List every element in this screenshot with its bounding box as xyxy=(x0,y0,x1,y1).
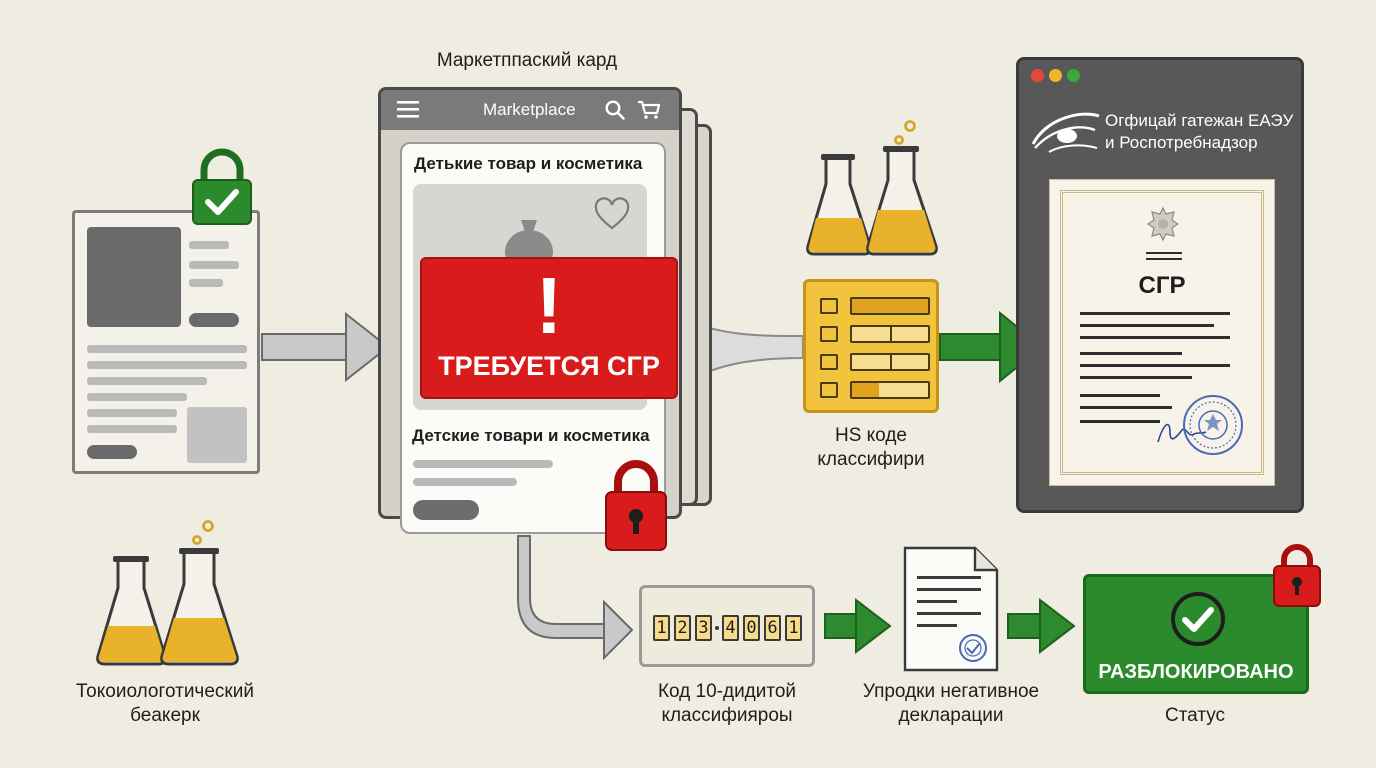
cert-line xyxy=(1080,364,1230,367)
code-digit: 1 xyxy=(653,615,670,641)
hs-row xyxy=(850,325,930,343)
coat-of-arms-icon xyxy=(1146,206,1180,242)
menu-icon[interactable] xyxy=(397,100,419,118)
checkmark-circle-icon xyxy=(1171,592,1225,646)
signature-icon xyxy=(1157,423,1207,443)
window-maximize-dot[interactable] xyxy=(1067,69,1080,82)
search-icon[interactable] xyxy=(605,100,625,120)
product-category-top: Детькие товар и косметика xyxy=(414,154,643,173)
cert-line xyxy=(1080,394,1160,397)
hs-row xyxy=(850,353,930,371)
code-digit: 4 xyxy=(722,615,739,641)
declaration-label-line2: декларации xyxy=(898,705,1004,726)
status-label: Статус xyxy=(1164,705,1226,726)
code-digit: 3 xyxy=(695,615,712,641)
lab-beakers-icon xyxy=(806,120,938,256)
window-close-dot[interactable] xyxy=(1031,69,1044,82)
warning-text: ТРЕБУЕТСЯ СГР xyxy=(438,351,660,381)
card-text-line xyxy=(413,478,517,486)
sheet-text-line xyxy=(189,241,229,249)
cert-line xyxy=(1080,312,1230,315)
sheet-text-line xyxy=(87,393,187,401)
hs-code-label-line1: HS коде xyxy=(834,425,907,446)
product-spec-sheet xyxy=(72,210,260,474)
toxicology-label-line1: Токоиологотический xyxy=(76,681,254,702)
marketplace-card-heading: Маркетппаский кард xyxy=(436,50,618,71)
cert-line xyxy=(1080,420,1160,423)
declaration-label: Упродки негативное декларации xyxy=(846,680,1056,728)
official-gateway-title-line1: Огфицай гатежан ЕАЭУ xyxy=(1105,111,1294,130)
official-gateway-title-line2: и Роспотребнадзор xyxy=(1105,133,1258,152)
sheet-text-line xyxy=(189,261,239,269)
code-10-digit-label-line2: классифияроы xyxy=(661,705,793,726)
sheet-text-line xyxy=(189,279,223,287)
official-seal-icon xyxy=(1183,395,1243,455)
sheet-text-line xyxy=(87,345,247,353)
hs-code-classifier xyxy=(803,279,939,413)
sheet-thumbnail xyxy=(187,407,247,463)
code-digit: 6 xyxy=(764,615,781,641)
hs-code-label: HS коде классифири xyxy=(776,424,966,472)
status-unlocked-badge: РАЗБЛОКИРОВАНО xyxy=(1083,574,1309,694)
sheet-text-line xyxy=(87,377,207,385)
marketplace-title: Marketplace xyxy=(483,100,576,119)
sheet-image-placeholder xyxy=(87,227,181,327)
hs-code-label-line2: классифири xyxy=(817,449,925,470)
certificate-title: СГР xyxy=(1138,272,1186,299)
hs-row xyxy=(850,297,930,315)
cert-line xyxy=(1080,336,1230,339)
sgr-certificate: СГР xyxy=(1049,179,1275,486)
hs-row xyxy=(850,381,930,399)
arrow-code-to-declaration xyxy=(824,597,892,655)
heart-icon[interactable] xyxy=(594,197,630,230)
window-minimize-dot[interactable] xyxy=(1049,69,1062,82)
toxicology-label: Токоиологотический беакерк xyxy=(50,680,280,728)
toxicology-beakers-icon xyxy=(96,520,239,666)
hs-checkbox xyxy=(820,382,838,398)
toxicology-label-line2: беакерк xyxy=(130,705,200,726)
lock-red-icon xyxy=(605,460,667,551)
code-digit: 1 xyxy=(785,615,802,641)
code-10-digit-label-line1: Код 10-дидитой xyxy=(657,681,797,702)
code-digit: 0 xyxy=(743,615,760,641)
arrow-declaration-to-status xyxy=(1007,597,1076,655)
cert-line xyxy=(1146,252,1182,254)
cert-line xyxy=(1080,352,1182,355)
arrow-sheet-to-marketplace xyxy=(261,311,390,383)
cart-icon[interactable] xyxy=(637,100,661,120)
sheet-text-line xyxy=(87,361,247,369)
card-text-line xyxy=(413,460,553,468)
sheet-text-line xyxy=(87,409,177,417)
warning-exclamation-icon: ! xyxy=(535,261,563,350)
code-10-digit-label: Код 10-дидитой классифияроы xyxy=(622,680,832,728)
cert-line xyxy=(1080,406,1172,409)
status-badge-text: РАЗБЛОКИРОВАНО xyxy=(1098,661,1294,683)
sheet-button-placeholder xyxy=(189,313,239,327)
arrow-marketplace-to-code xyxy=(517,535,634,661)
eaeu-logo-icon xyxy=(1031,112,1100,153)
marketplace-titlebar: Marketplace xyxy=(381,90,679,130)
certificate-border xyxy=(1060,190,1264,475)
cert-line xyxy=(1080,376,1192,379)
hs-checkbox xyxy=(820,298,838,314)
lock-green-icon xyxy=(192,148,252,225)
sheet-text-line xyxy=(87,425,177,433)
cert-line xyxy=(1080,324,1214,327)
hs-checkbox xyxy=(820,354,838,370)
product-category-bottom: Детские товари и косметика xyxy=(412,426,650,445)
sheet-button-placeholder xyxy=(87,445,137,459)
code-10-digit-box: 1 2 3 4 0 6 1 xyxy=(639,585,815,667)
cert-line xyxy=(1146,258,1182,260)
lock-red-small-icon xyxy=(1273,544,1321,607)
declaration-label-line1: Упродки негативное xyxy=(862,681,1040,702)
hs-checkbox xyxy=(820,326,838,342)
code-digit: 2 xyxy=(674,615,691,641)
sgr-required-warning: ! ТРЕБУЕТСЯ СГР xyxy=(420,257,678,399)
declaration-document-icon xyxy=(903,546,999,672)
card-buy-button[interactable] xyxy=(413,500,479,520)
official-gateway-title: Огфицай гатежан ЕАЭУ и Роспотребнадзор xyxy=(1105,110,1293,154)
code-separator-dot xyxy=(715,626,719,630)
